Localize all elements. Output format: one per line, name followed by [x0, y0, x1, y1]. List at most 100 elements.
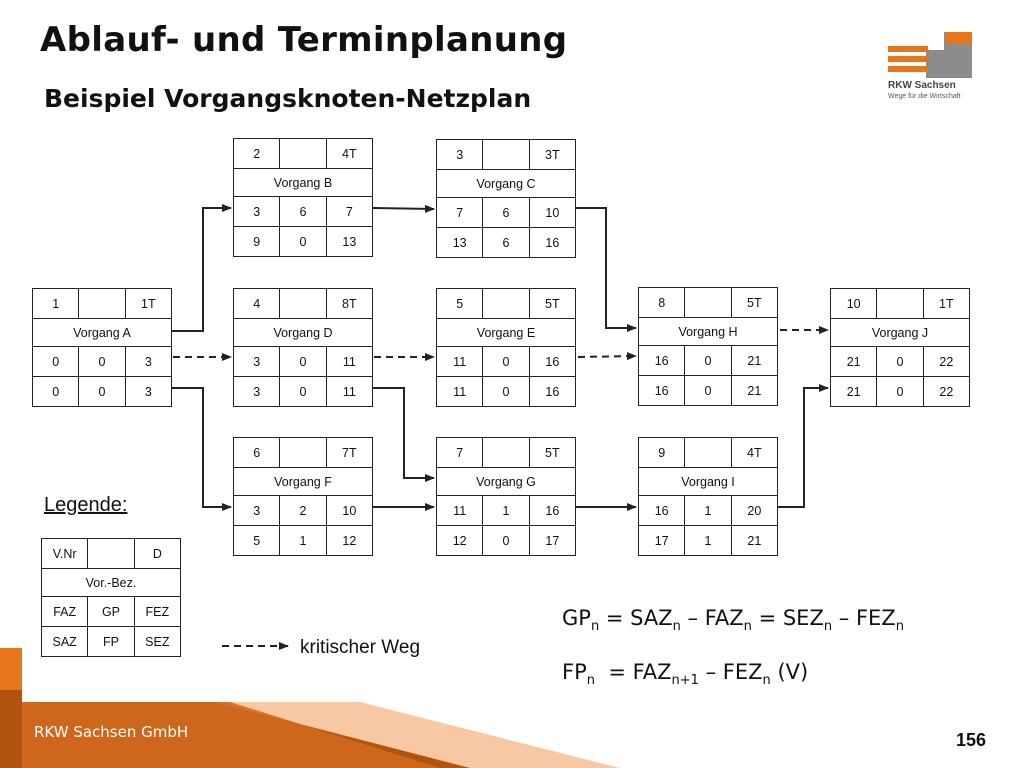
- node-sez: 22: [922, 376, 971, 407]
- node-fez: 10: [325, 495, 374, 526]
- node-faz: 3: [232, 346, 281, 377]
- legend-critical-path-label: kritischer Weg: [300, 637, 421, 658]
- node-name: Vorgang J: [830, 318, 970, 347]
- node-sez: 21: [730, 525, 779, 556]
- node-nr: 4: [232, 288, 281, 319]
- node-empty-cell: [482, 139, 530, 170]
- node-sez: 17: [528, 525, 577, 556]
- node-sez: 21: [730, 375, 779, 406]
- node-name: Vorgang A: [32, 318, 172, 347]
- node-faz: 16: [637, 495, 686, 526]
- node-sez: 16: [528, 227, 577, 258]
- node-gp: 0: [78, 346, 126, 377]
- node-vorgang-c: 3 3T Vorgang C 7 6 10 13 6 16: [435, 139, 577, 258]
- node-name: Vorgang I: [638, 467, 778, 496]
- node-saz: 17: [637, 525, 686, 556]
- node-fez: 16: [528, 495, 577, 526]
- node-duration: 5T: [528, 288, 577, 319]
- footer-company: RKW Sachsen GmbH: [34, 723, 189, 741]
- node-fp: 0: [482, 376, 530, 407]
- node-nr: 10: [829, 288, 878, 319]
- node-fez: 21: [730, 345, 779, 376]
- node-empty-cell: [684, 437, 732, 468]
- node-fez: 11: [325, 346, 374, 377]
- node-fp: 0: [279, 376, 327, 407]
- node-gp: 6: [482, 197, 530, 228]
- node-empty-cell: [78, 288, 126, 319]
- legend-fp: FP: [87, 626, 135, 657]
- node-duration: 5T: [528, 437, 577, 468]
- node-empty-cell: [279, 288, 327, 319]
- node-saz: 9: [232, 226, 281, 257]
- node-saz: 3: [232, 376, 281, 407]
- node-name: Vorgang F: [233, 467, 373, 496]
- node-vorgang-h: 8 5T Vorgang H 16 0 21 16 0 21: [637, 287, 779, 406]
- node-name: Vorgang C: [436, 169, 576, 198]
- node-sez: 12: [325, 525, 374, 556]
- node-fez: 10: [528, 197, 577, 228]
- node-fp: 6: [482, 227, 530, 258]
- node-duration: 8T: [325, 288, 374, 319]
- node-fp: 1: [279, 525, 327, 556]
- logo-tagline: Wege für die Wirtschaft: [888, 93, 961, 100]
- edge-a-b: [171, 204, 232, 332]
- formula-gp: GPn = SAZn – FAZn = SEZn – FEZn: [562, 606, 904, 635]
- node-nr: 9: [637, 437, 686, 468]
- node-nr: 3: [435, 139, 484, 170]
- node-empty-cell: [279, 437, 327, 468]
- legend-faz: FAZ: [40, 596, 89, 627]
- node-faz: 0: [31, 346, 80, 377]
- edge-c-h: [576, 207, 637, 332]
- page-title: Ablauf- und Terminplanung: [40, 20, 568, 60]
- node-empty-cell: [876, 288, 924, 319]
- node-gp: 0: [482, 346, 530, 377]
- node-name: Vorgang H: [638, 317, 778, 346]
- edge-i-j: [778, 384, 829, 508]
- node-empty-cell: [279, 138, 327, 169]
- node-fp: 0: [279, 226, 327, 257]
- formula-fp: FPn = FAZn+1 – FEZn (V): [562, 660, 809, 689]
- footer-mid-swoosh: [22, 702, 440, 768]
- node-faz: 21: [829, 346, 878, 377]
- node-faz: 3: [232, 495, 281, 526]
- logo-name: RKW Sachsen: [888, 80, 956, 91]
- node-nr: 5: [435, 288, 484, 319]
- node-sez: 3: [124, 376, 173, 407]
- node-empty-cell: [684, 287, 732, 318]
- node-vorgang-j: 10 1T Vorgang J 21 0 22 21 0 22: [829, 288, 971, 407]
- node-saz: 0: [31, 376, 80, 407]
- node-sez: 11: [325, 376, 374, 407]
- edge-a-f: [171, 387, 232, 511]
- node-saz: 16: [637, 375, 686, 406]
- node-fp: 0: [876, 376, 924, 407]
- node-fez: 16: [528, 346, 577, 377]
- edge-e-h-critical: [577, 352, 637, 361]
- node-fez: 20: [730, 495, 779, 526]
- node-nr: 7: [435, 437, 484, 468]
- node-duration: 1T: [922, 288, 971, 319]
- node-gp: 1: [684, 495, 732, 526]
- node-duration: 7T: [325, 437, 374, 468]
- node-saz: 5: [232, 525, 281, 556]
- legend-sez: SEZ: [133, 626, 182, 657]
- node-faz: 11: [435, 495, 484, 526]
- page-subtitle: Beispiel Vorgangsknoten-Netzplan: [44, 84, 532, 113]
- node-name: Vorgang G: [436, 467, 576, 496]
- node-vorgang-d: 4 8T Vorgang D 3 0 11 3 0 11: [232, 288, 374, 407]
- legend-fez: FEZ: [133, 596, 182, 627]
- node-vorgang-f: 6 7T Vorgang F 3 2 10 5 1 12: [232, 437, 374, 556]
- node-gp: 1: [482, 495, 530, 526]
- node-gp: 0: [876, 346, 924, 377]
- page-number: 156: [956, 730, 987, 750]
- legend-saz: SAZ: [40, 626, 89, 657]
- node-duration: 1T: [124, 288, 173, 319]
- node-name: Vorgang B: [233, 168, 373, 197]
- node-fp: 0: [482, 525, 530, 556]
- legend-duration: D: [133, 538, 182, 569]
- node-duration: 5T: [730, 287, 779, 318]
- node-sez: 16: [528, 376, 577, 407]
- node-fp: 0: [78, 376, 126, 407]
- node-name: Vorgang D: [233, 318, 373, 347]
- legend-gp: GP: [87, 596, 135, 627]
- node-saz: 21: [829, 376, 878, 407]
